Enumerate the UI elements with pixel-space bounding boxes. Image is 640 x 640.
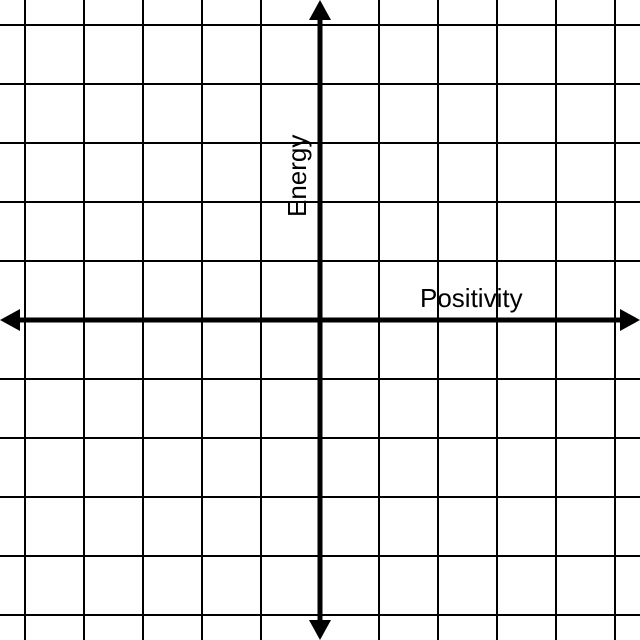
x-axis-right-arrow-icon: [620, 309, 640, 331]
y-axis-top-arrow-icon: [309, 0, 331, 20]
x-axis-left-arrow-icon: [0, 309, 20, 331]
x-axis-label: Positivity: [420, 283, 523, 313]
y-axis: [309, 0, 331, 640]
y-axis-label: Energy: [282, 135, 312, 217]
y-axis-bottom-arrow-icon: [309, 620, 331, 640]
